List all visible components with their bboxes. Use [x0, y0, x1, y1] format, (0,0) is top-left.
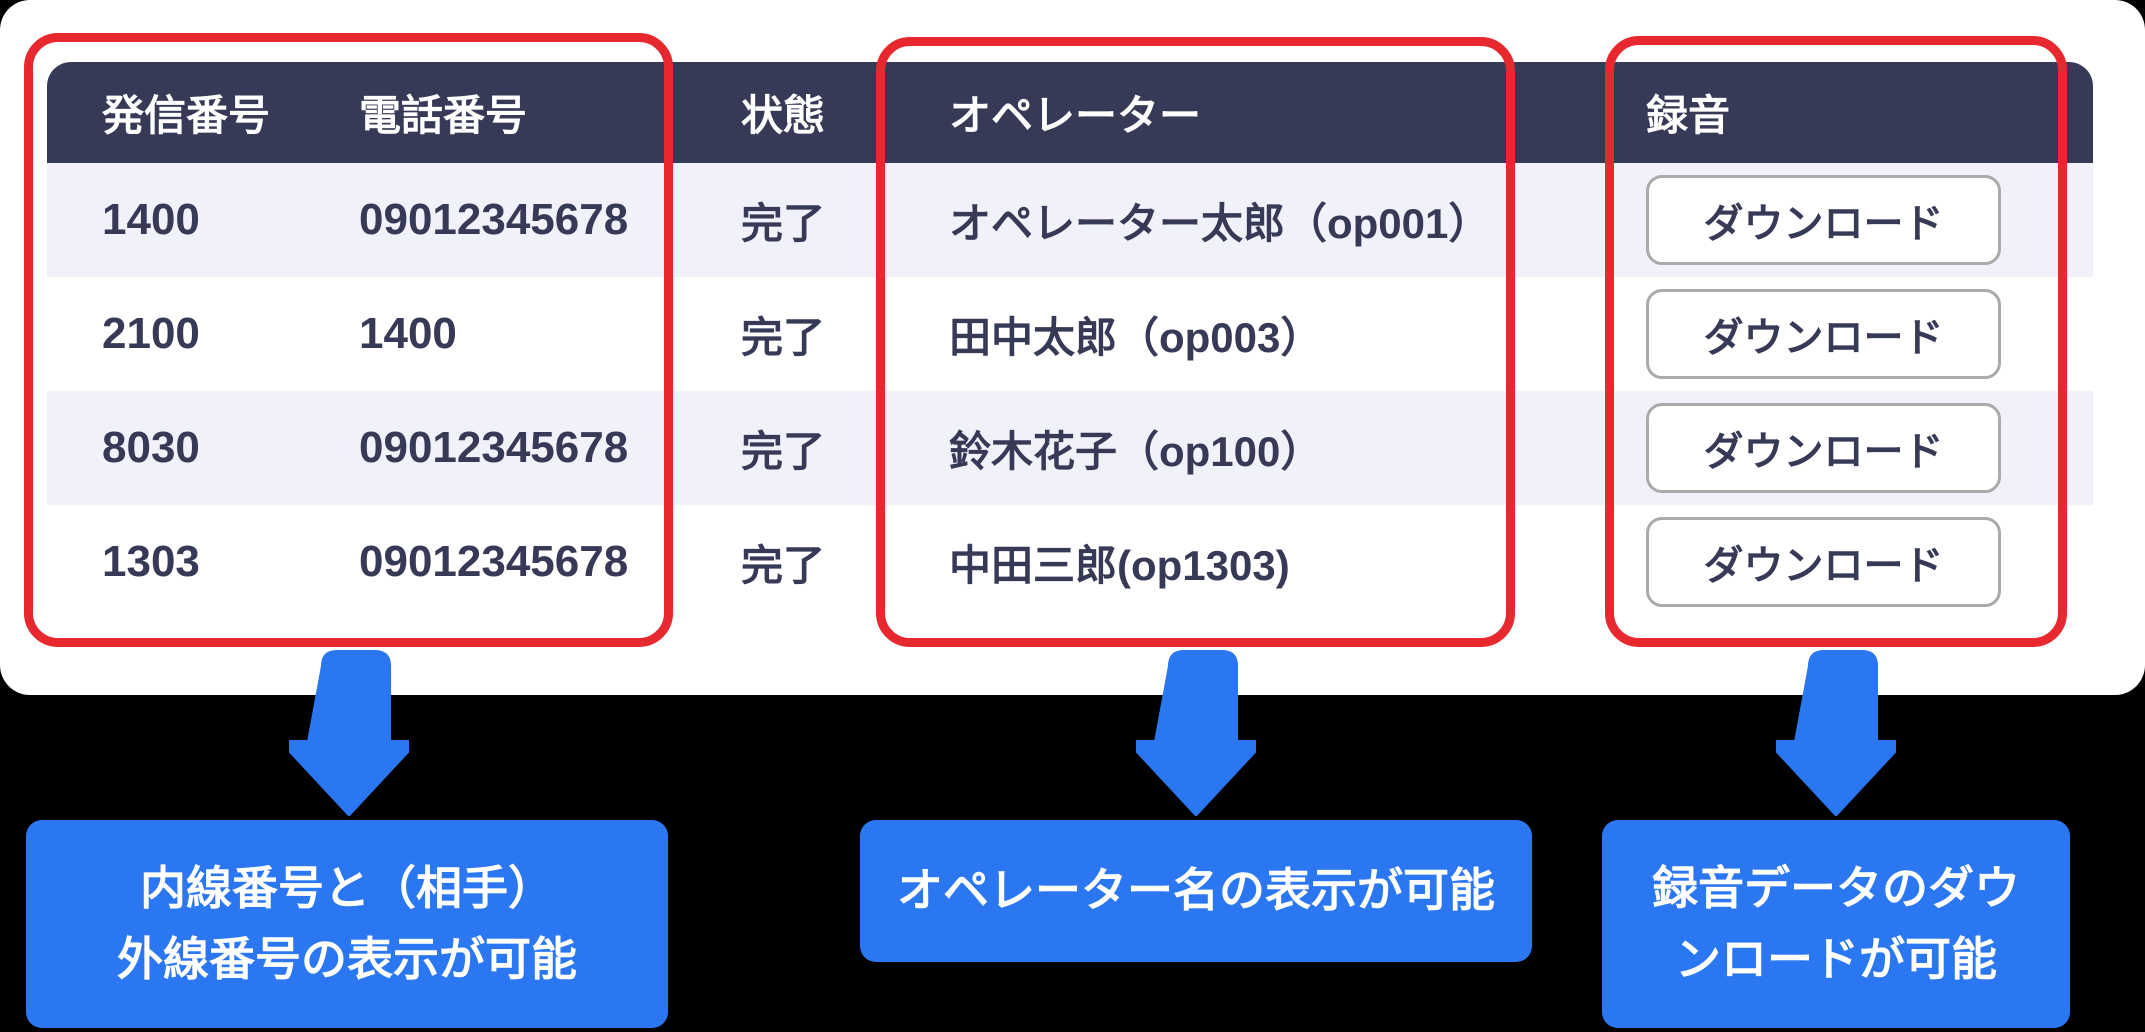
- caller-number-cell: 8030: [102, 423, 200, 472]
- down-arrow-icon: [1776, 650, 1896, 816]
- status-cell: 完了: [741, 313, 826, 361]
- recording-cell: ダウンロード: [1646, 403, 2093, 493]
- caller-number-cell: 1400: [102, 195, 200, 244]
- phone-number-cell: 1400: [359, 309, 457, 358]
- recording-cell: ダウンロード: [1646, 289, 2093, 379]
- down-arrow-icon: [289, 650, 409, 816]
- callout-recording-download: 録音データのダウ ンロードが可能: [1602, 820, 2070, 1028]
- phone-number-cell: 09012345678: [359, 195, 629, 244]
- status-cell: 完了: [741, 541, 826, 589]
- callout-line: 録音データのダウ: [1652, 861, 2020, 914]
- call-history-table: 発信番号 電話番号 状態 オペレーター 録音 1400 09012345678 …: [47, 62, 2093, 619]
- callout-line: 内線番号と（相手）: [140, 861, 554, 914]
- callout-extension-numbers: 内線番号と（相手） 外線番号の表示が可能: [26, 820, 668, 1028]
- column-header-operator: オペレーター: [949, 92, 1202, 139]
- recording-cell: ダウンロード: [1646, 517, 2093, 607]
- column-header-status: 状態: [741, 92, 826, 139]
- callout-line: 外線番号の表示が可能: [117, 933, 577, 985]
- callout-line: ンロードが可能: [1675, 933, 1997, 985]
- column-header-recording: 録音: [1646, 92, 1731, 139]
- column-header-phone-number: 電話番号: [359, 92, 528, 139]
- callout-operator-name: オペレーター名の表示が可能: [860, 820, 1532, 962]
- table-row: 1400 09012345678 完了 オペレーター太郎（op001） ダウンロ…: [47, 163, 2093, 277]
- caller-number-cell: 1303: [102, 537, 200, 586]
- operator-cell: オペレーター太郎（op001）: [949, 199, 1491, 247]
- download-button[interactable]: ダウンロード: [1646, 403, 2001, 493]
- operator-cell: 田中太郎（op003）: [949, 313, 1323, 361]
- table-row: 2100 1400 完了 田中太郎（op003） ダウンロード: [47, 277, 2093, 391]
- operator-cell: 中田三郎(op1303): [949, 541, 1290, 589]
- column-header-caller-number: 発信番号: [102, 92, 271, 139]
- down-arrow-icon: [1136, 650, 1256, 816]
- operator-cell: 鈴木花子（op100）: [949, 427, 1323, 475]
- status-cell: 完了: [741, 199, 826, 247]
- callout-line: オペレーター名の表示が可能: [897, 864, 1495, 917]
- download-button[interactable]: ダウンロード: [1646, 289, 2001, 379]
- status-cell: 完了: [741, 427, 826, 475]
- phone-number-cell: 09012345678: [359, 423, 629, 472]
- caller-number-cell: 2100: [102, 309, 200, 358]
- recording-cell: ダウンロード: [1646, 175, 2093, 265]
- download-button[interactable]: ダウンロード: [1646, 517, 2001, 607]
- table-row: 1303 09012345678 完了 中田三郎(op1303) ダウンロード: [47, 505, 2093, 619]
- phone-number-cell: 09012345678: [359, 537, 629, 586]
- table-header-row: 発信番号 電話番号 状態 オペレーター 録音: [47, 62, 2093, 163]
- download-button[interactable]: ダウンロード: [1646, 175, 2001, 265]
- table-row: 8030 09012345678 完了 鈴木花子（op100） ダウンロード: [47, 391, 2093, 505]
